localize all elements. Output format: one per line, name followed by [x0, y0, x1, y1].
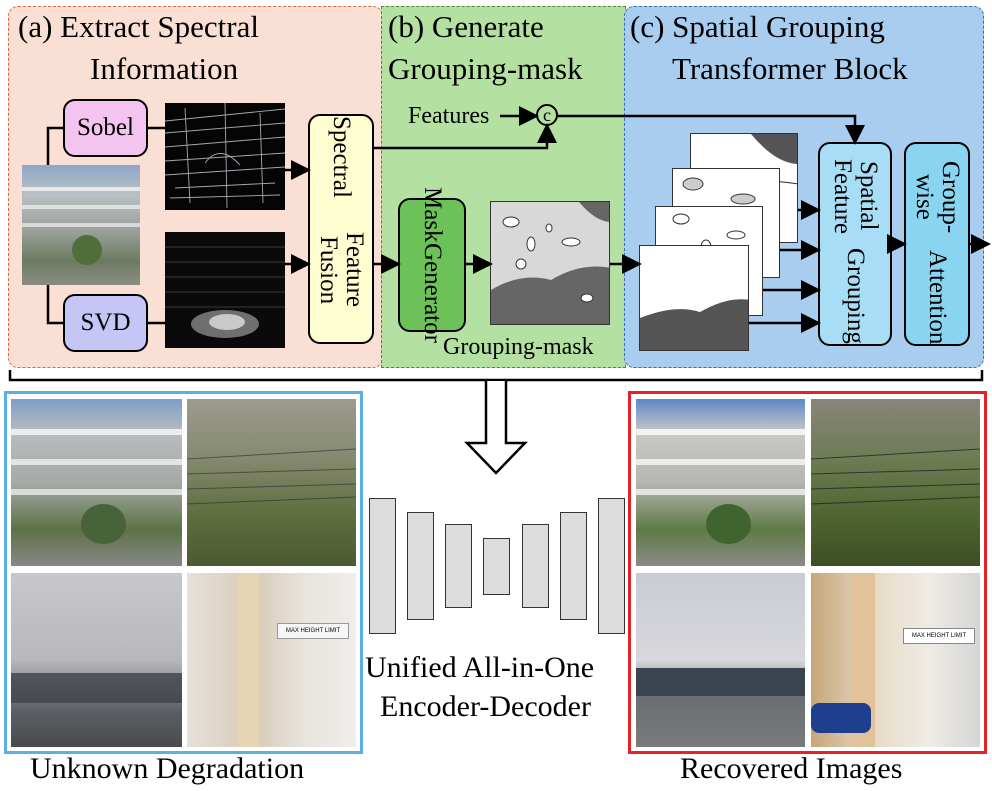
decoder-block-1	[522, 524, 549, 608]
sign-text-recovered: MAX HEIGHT LIMIT	[903, 628, 975, 644]
mask-generator-line2: Generator	[419, 242, 446, 343]
group-attention-line2: Attention	[924, 249, 951, 344]
fusion-label-line2: Feature Fusion	[315, 232, 368, 308]
encoder-decoder-label-line1: Unified All-in-One	[365, 651, 595, 684]
decoder-block-2	[560, 512, 587, 620]
spatial-grouping-line2: Grouping	[842, 248, 869, 344]
recovered-image-parking	[636, 573, 805, 747]
degraded-image-rain-building	[11, 399, 182, 566]
encoder-block-1	[369, 498, 396, 634]
encoder-block-3	[445, 524, 472, 608]
recovered-images-caption: Recovered Images	[680, 752, 903, 785]
input-image-thumbnail	[22, 165, 140, 285]
decoder-block-3	[598, 498, 625, 634]
fusion-label-line1: Spectral	[328, 116, 355, 198]
spatial-grouping-line1: Spatial Feature	[829, 158, 882, 234]
bottleneck-block	[483, 538, 510, 595]
mask-generator-line1: Mask	[419, 187, 446, 243]
recovered-image-hillside	[811, 399, 980, 566]
panel-b-title-line2: Grouping-mask	[388, 51, 583, 86]
svd-node: SVD	[63, 294, 148, 352]
sobel-label: Sobel	[77, 114, 134, 141]
grouping-mask-label: Grouping-mask	[443, 334, 594, 360]
grouping-mask-image	[490, 201, 610, 325]
recovered-image-building	[636, 399, 805, 566]
sign-text-degraded: MAX HEIGHT LIMIT	[277, 623, 349, 639]
svd-label: SVD	[80, 309, 131, 336]
group-attention-line1: Group-wise	[911, 160, 964, 233]
unknown-degradation-caption: Unknown Degradation	[30, 752, 305, 785]
panel-b-title-line1: (b) Generate	[388, 9, 544, 44]
panel-c-title-line1: (c) Spatial Grouping	[630, 9, 885, 44]
features-label: Features	[408, 103, 490, 129]
encoder-block-2	[407, 512, 434, 620]
spatial-feature-grouping-node: Spatial Feature Grouping	[818, 142, 892, 346]
sobel-node: Sobel	[63, 99, 148, 157]
sobel-edge-map	[165, 103, 285, 210]
degraded-image-haze-hillside	[187, 399, 356, 566]
recovered-image-garage: MAX HEIGHT LIMIT	[811, 573, 980, 747]
group-wise-attention-node: Group-wise Attention	[904, 142, 970, 346]
svd-map	[165, 232, 285, 348]
panel-a-title-line2: Information	[90, 51, 239, 86]
recovered-images-frame	[628, 391, 987, 754]
encoder-decoder-label-line2: Encoder-Decoder	[380, 690, 591, 723]
degraded-image-lowlight-garage: MAX HEIGHT LIMIT	[187, 573, 356, 747]
unknown-degradation-frame	[4, 391, 363, 754]
panel-a-title-line1: (a) Extract Spectral	[18, 9, 259, 44]
panel-c-title-line2: Transformer Block	[672, 51, 908, 86]
concat-label: c	[543, 105, 551, 125]
degraded-image-snow-parking	[11, 573, 182, 747]
spectral-feature-fusion-node: Spectral Feature Fusion	[308, 114, 374, 344]
group-mask-stack-4	[639, 245, 749, 351]
